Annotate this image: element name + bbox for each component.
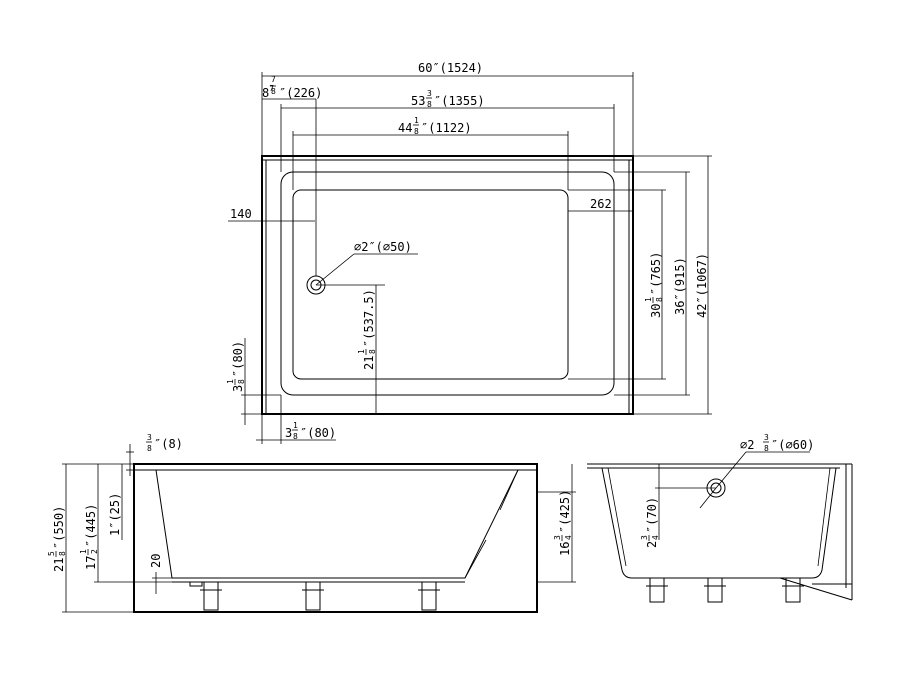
- svg-text:3: 3: [640, 535, 649, 540]
- label-foot: 20: [149, 554, 163, 568]
- svg-text:8: 8: [293, 432, 298, 441]
- label-rim-bottom: 3: [285, 426, 292, 440]
- svg-text:8: 8: [237, 379, 246, 384]
- svg-text:4: 4: [651, 535, 660, 540]
- label-drain-offset: 87: [262, 84, 274, 100]
- svg-text:″(80): ″(80): [231, 341, 245, 377]
- label-inner-depth: 36″(915): [673, 257, 687, 315]
- svg-text:8: 8: [655, 297, 664, 302]
- svg-text:1: 1: [226, 379, 235, 384]
- svg-text:″(765): ″(765): [649, 252, 663, 295]
- svg-text:″(⌀60): ″(⌀60): [771, 438, 814, 452]
- svg-text:8: 8: [414, 127, 419, 136]
- svg-text:8: 8: [58, 551, 67, 556]
- svg-text:3: 3: [553, 535, 562, 540]
- label-front-height: 21: [52, 558, 66, 572]
- label-floor-width: 44: [398, 121, 412, 135]
- support-feet: [200, 581, 440, 611]
- label-right-gap: 262: [590, 197, 612, 211]
- side-support-feet: [646, 577, 804, 603]
- svg-text:″(445): ″(445): [84, 504, 98, 547]
- basin-floor-outline: [292, 189, 569, 380]
- svg-text:1: 1: [414, 116, 419, 125]
- svg-text:8: 8: [368, 349, 377, 354]
- svg-text:2: 2: [90, 549, 99, 554]
- svg-text:8: 8: [147, 444, 152, 453]
- svg-text:4: 4: [564, 535, 573, 540]
- label-apron: 16: [558, 542, 572, 556]
- svg-text:8: 8: [764, 444, 769, 453]
- svg-text:″(1122): ″(1122): [421, 121, 472, 135]
- svg-text:″(80): ″(80): [300, 426, 336, 440]
- svg-text:5: 5: [47, 551, 56, 556]
- side-view: ⌀2 3 8 ″(⌀60) 2 3 4 ″(70): [587, 433, 853, 603]
- svg-text:1: 1: [79, 549, 88, 554]
- basin-profile: [155, 469, 519, 579]
- label-rim-thickness: 3: [147, 433, 152, 442]
- label-inner-height: 17: [84, 556, 98, 570]
- svg-text:″(537.5): ″(537.5): [362, 289, 376, 347]
- svg-text:″(550): ″(550): [52, 506, 66, 549]
- svg-text:1: 1: [293, 421, 298, 430]
- label-floor-depth: 30: [649, 304, 663, 318]
- svg-text:″(1355): ″(1355): [434, 94, 485, 108]
- svg-text:″(70): ″(70): [645, 497, 659, 533]
- svg-text:″(226): ″(226): [279, 86, 322, 100]
- svg-text:7: 7: [271, 75, 276, 84]
- basin-outline: [280, 171, 615, 396]
- svg-text:3: 3: [764, 433, 769, 442]
- leader-drain-diameter: [315, 253, 355, 286]
- svg-text:3: 3: [427, 89, 432, 98]
- label-overflow-height: 2: [645, 541, 659, 548]
- leader-overflow: [715, 451, 747, 489]
- apron-outline: [133, 463, 538, 613]
- label-overflow-diameter: ⌀2: [740, 438, 754, 452]
- label-overall-width: 60″(1524): [418, 61, 483, 75]
- label-inner-width: 53: [411, 94, 425, 108]
- label-drain-diameter: ⌀2″(⌀50): [354, 240, 412, 254]
- svg-text:″(425): ″(425): [558, 490, 572, 533]
- svg-text:8: 8: [427, 100, 432, 109]
- label-drain-center: 21: [362, 356, 376, 370]
- label-left-gap: 140: [230, 207, 252, 221]
- svg-text:1: 1: [644, 297, 653, 302]
- svg-text:8: 8: [271, 87, 276, 96]
- svg-text:″(8): ″(8): [154, 437, 183, 451]
- label-rim-left: 3: [231, 385, 245, 392]
- top-view: 60″(1524) 87 7 8 ″(226) 53 3 8 ″(1355) 4…: [226, 61, 712, 444]
- svg-text:1: 1: [357, 349, 366, 354]
- tub-outer-outline: [261, 155, 634, 415]
- front-view: 3 8 ″(8) 21 5 8 ″(550) 17 1 2 ″(445) 1″(…: [47, 433, 576, 613]
- label-overall-depth: 42″(1067): [695, 253, 709, 318]
- label-lip: 1″(25): [108, 493, 122, 536]
